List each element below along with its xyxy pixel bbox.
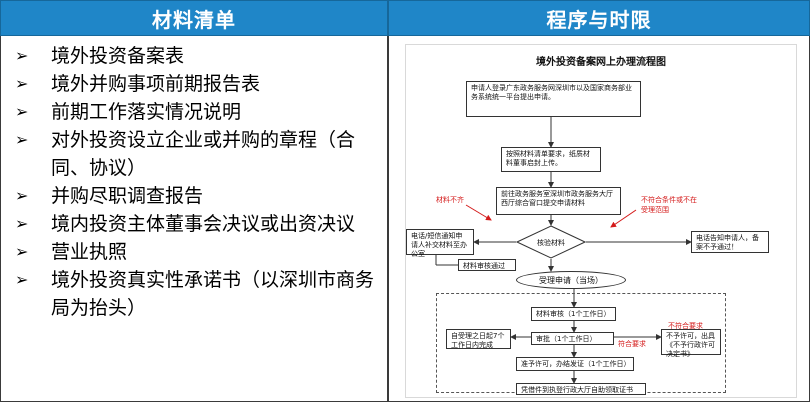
material-item: ➢ 境外投资真实性承诺书（以深圳市商务局为抬头）: [11, 266, 377, 322]
material-item: ➢ 境外并购事项前期报告表: [11, 70, 377, 98]
material-text: 营业执照: [51, 241, 128, 263]
final-step: 凭借件到执登行政大厅自助领取证书: [516, 383, 646, 395]
bullet-arrow-icon: ➢: [15, 46, 29, 65]
verify-diamond: 核验材料: [516, 225, 586, 259]
issue-step: 准予许可，办结发证（1个工作日）: [516, 357, 634, 371]
bullet-arrow-icon: ➢: [15, 74, 29, 93]
materials-column: ➢ 境外投资备案表 ➢ 境外并购事项前期报告表 ➢ 前期工作落实情况说明 ➢ 对外投资设立企业…: [0, 36, 388, 402]
flowchart-image: 境外投资备案网上办理流程图 申请人登录广东政务服务网深圳市以及国家商务部业务系统…: [405, 44, 797, 398]
procedure-header: 程序与时限: [388, 0, 810, 36]
step-apply: 申请人登录广东政务服务网深圳市以及国家商务部业务系统统一平台提出申请。: [466, 81, 641, 117]
notify-resubmit: 电话/短信通知申请人补交材料至办公室: [406, 229, 474, 258]
material-text: 境外并购事项前期报告表: [51, 73, 261, 95]
flowchart-title: 境外投资备案网上办理流程图: [536, 57, 666, 68]
bullet-arrow-icon: ➢: [15, 270, 29, 289]
step-upload: 按照材料清单要求，纸质材料董事启封上传。: [501, 147, 601, 172]
material-text: 境外投资真实性承诺书（以深圳市商务局为抬头）: [51, 269, 375, 319]
material-item: ➢ 境内投资主体董事会决议或出资决议: [11, 210, 377, 238]
materials-header: 材料清单: [0, 0, 388, 36]
review-step: 材料审核（1个工作日）: [531, 307, 616, 321]
bullet-arrow-icon: ➢: [15, 186, 29, 205]
accept-step: 受理申请（当场）: [516, 271, 626, 289]
approve-step: 审批（1个工作日）: [531, 332, 614, 345]
material-item: ➢ 营业执照: [11, 238, 377, 266]
material-text: 境外投资备案表: [51, 45, 185, 67]
material-item: ➢ 前期工作落实情况说明: [11, 98, 377, 126]
reject-step: 不予许可，出具《不予行政许可决定书》: [661, 329, 721, 358]
material-item: ➢ 并购尽职调查报告: [11, 182, 377, 210]
material-text: 境内投资主体董事会决议或出资决议: [51, 213, 356, 235]
verify-label: 核验材料: [537, 238, 565, 247]
bullet-arrow-icon: ➢: [15, 214, 29, 233]
label-not-in-scope: 不符合条件或不在受理范围: [641, 196, 697, 214]
bullet-arrow-icon: ➢: [15, 242, 29, 261]
material-text: 并购尽职调查报告: [51, 185, 204, 207]
flowchart-connectors: [435, 117, 692, 384]
step-submit: 前往政务服务室深圳市政务服务大厅西厅综合窗口提交申请材料: [496, 187, 621, 215]
label-pass: 材料审核通过: [458, 259, 516, 271]
procedure-column: 境外投资备案网上办理流程图 申请人登录广东政务服务网深圳市以及国家商务部业务系统…: [388, 36, 810, 402]
materials-list: ➢ 境外投资备案表 ➢ 境外并购事项前期报告表 ➢ 前期工作落实情况说明 ➢ 对外投资设立企业…: [1, 36, 387, 322]
notify-reject: 电话告知申请人，备案不予通过！: [691, 231, 769, 253]
deadline-note: 自受理之日起7个工作日内完成: [446, 329, 511, 349]
bullet-arrow-icon: ➢: [15, 102, 29, 121]
label-insufficient: 材料不齐: [436, 196, 464, 204]
material-item: ➢ 对外投资设立企业或并购的章程（合同、协议）: [11, 126, 377, 182]
material-text: 对外投资设立企业或并购的章程（合同、协议）: [51, 129, 356, 179]
bullet-arrow-icon: ➢: [15, 130, 29, 149]
material-item: ➢ 境外投资备案表: [11, 42, 377, 70]
label-req: 不符合要求: [668, 322, 703, 330]
label-meet: 符合要求: [618, 340, 646, 348]
material-text: 前期工作落实情况说明: [51, 101, 242, 123]
